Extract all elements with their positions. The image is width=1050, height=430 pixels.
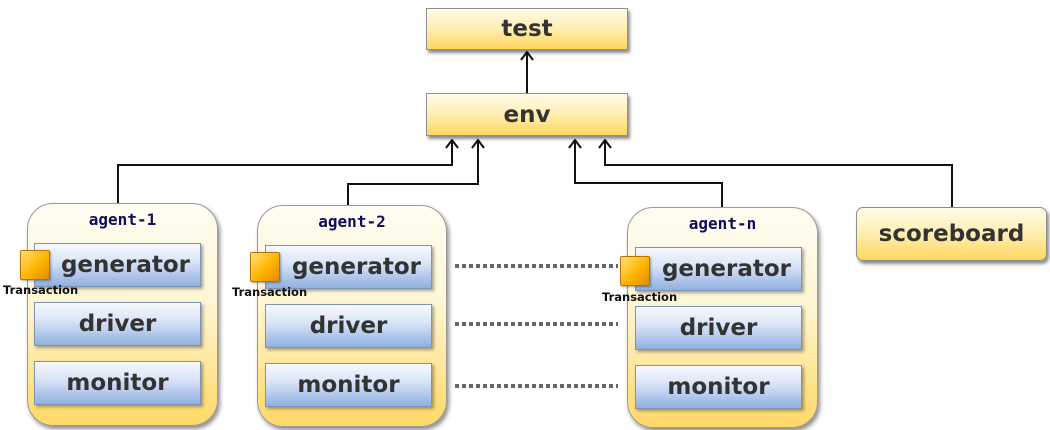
driver-box: driver	[635, 306, 802, 350]
agent-title: agent-n	[688, 214, 757, 233]
transaction-icon	[20, 250, 50, 280]
env-box: env	[426, 93, 628, 136]
env-label: env	[503, 101, 551, 128]
scoreboard-box: scoreboard	[856, 207, 1047, 261]
monitor-label: monitor	[297, 372, 400, 398]
scoreboard-to-env-arrow	[604, 140, 953, 207]
driver-label: driver	[679, 315, 758, 341]
agent-n-to-env-arrow	[574, 140, 723, 207]
agent-2-to-env-arrow	[347, 140, 479, 205]
generator-label: generator	[291, 254, 422, 280]
agent-1-to-env-arrow	[117, 140, 453, 203]
generator-label: generator	[60, 252, 191, 278]
transaction-icon	[620, 256, 650, 286]
transaction-icon	[250, 252, 280, 282]
monitor-box: monitor	[265, 363, 432, 407]
driver-label: driver	[309, 313, 388, 339]
monitor-box: monitor	[635, 365, 802, 409]
agent-title: agent-2	[318, 212, 386, 231]
scoreboard-label: scoreboard	[878, 221, 1025, 247]
generator-box: generator	[635, 247, 802, 291]
transaction-label: Transaction	[3, 283, 79, 297]
driver-box: driver	[34, 302, 201, 346]
transaction-label: Transaction	[232, 285, 308, 299]
test-label: test	[501, 16, 553, 42]
generator-box: generator	[34, 243, 201, 287]
monitor-box: monitor	[34, 361, 201, 405]
generator-box: generator	[265, 245, 432, 289]
generator-label: generator	[661, 256, 792, 282]
driver-box: driver	[265, 304, 432, 348]
monitor-label: monitor	[66, 370, 169, 396]
driver-label: driver	[78, 311, 157, 337]
monitor-label: monitor	[667, 374, 770, 400]
test-box: test	[426, 8, 628, 50]
agent-title: agent-1	[88, 210, 157, 229]
transaction-label: Transaction	[602, 290, 678, 304]
